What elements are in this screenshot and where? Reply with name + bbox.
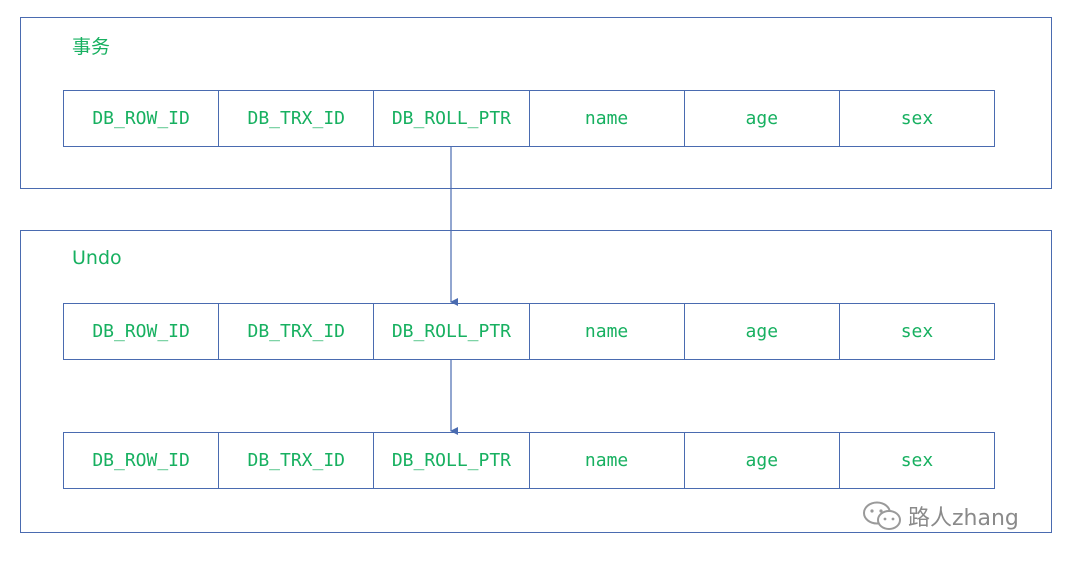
undo-row-2: DB_ROW_ID DB_TRX_ID DB_ROLL_PTR name age… [63, 432, 995, 489]
cell-name: name [530, 304, 685, 359]
watermark: 路人zhang [862, 500, 1019, 532]
cell-db-trx-id: DB_TRX_ID [219, 304, 375, 359]
cell-name: name [530, 91, 685, 146]
cell-db-row-id: DB_ROW_ID [64, 433, 220, 488]
cell-db-roll-ptr: DB_ROLL_PTR [374, 433, 530, 488]
cell-age: age [685, 304, 840, 359]
watermark-text: 路人zhang [908, 506, 1019, 531]
cell-db-roll-ptr: DB_ROLL_PTR [374, 91, 530, 146]
cell-db-trx-id: DB_TRX_ID [219, 91, 375, 146]
cell-age: age [685, 433, 840, 488]
undo-row-1: DB_ROW_ID DB_TRX_ID DB_ROLL_PTR name age… [63, 303, 995, 360]
cell-age: age [685, 91, 840, 146]
cell-db-row-id: DB_ROW_ID [64, 91, 220, 146]
cell-db-roll-ptr: DB_ROLL_PTR [374, 304, 530, 359]
cell-db-trx-id: DB_TRX_ID [219, 433, 375, 488]
transaction-title: 事务 [72, 36, 111, 58]
undo-title: Undo [72, 247, 122, 269]
cell-sex: sex [900, 450, 934, 471]
transaction-row: DB_ROW_ID DB_TRX_ID DB_ROLL_PTR name age… [63, 90, 995, 147]
cell-sex: sex [900, 321, 934, 342]
cell-name: name [530, 433, 685, 488]
cell-sex: sex [900, 108, 934, 129]
cell-db-row-id: DB_ROW_ID [64, 304, 220, 359]
wechat-icon [863, 501, 901, 530]
